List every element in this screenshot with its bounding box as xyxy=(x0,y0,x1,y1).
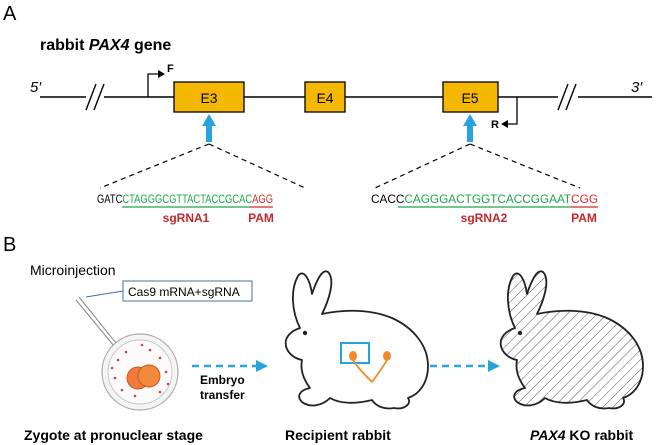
pam1-label: PAM xyxy=(248,211,274,225)
sgrna1-label: sgRNA1 xyxy=(163,211,210,225)
primer-r-label: R xyxy=(491,119,499,131)
recipient-rabbit xyxy=(284,270,429,410)
recipient-rabbit-ovaries xyxy=(349,351,391,383)
pam2-label: PAM xyxy=(571,211,597,225)
panel-b-label: B xyxy=(3,234,16,256)
transfer-arrow-2-head xyxy=(488,360,500,372)
target2-sequence: CACCCAGGGACTGGTCACCGGAATCGG xyxy=(371,192,598,206)
target-arrow-e3 xyxy=(202,114,216,142)
embryo-transfer-line2: transfer xyxy=(200,388,245,402)
gene-title: rabbit PAX4 gene xyxy=(40,37,171,54)
zygote xyxy=(126,364,161,390)
exon-e4-box xyxy=(304,81,346,113)
primer-f-label: F xyxy=(167,63,174,75)
exon-e4-label: E4 xyxy=(316,90,333,106)
primer-r-arrow xyxy=(501,97,518,128)
target1-sequence: GATCCTAGGGCGTTACTACCGCACAGG xyxy=(97,192,273,206)
three-prime-label: 3′ xyxy=(631,79,643,96)
zoom-lines-2 xyxy=(374,143,581,189)
injection-mix-label: Cas9 mRNA+sgRNA xyxy=(128,285,240,299)
dish-cells xyxy=(110,343,170,398)
zygote-caption: Zygote at pronuclear stage xyxy=(24,427,203,443)
recipient-rabbit-eye xyxy=(302,330,308,336)
transfer-arrow-1-head xyxy=(256,360,268,372)
ko-rabbit xyxy=(499,270,644,410)
exon-e3-box xyxy=(173,81,245,113)
embryo-transfer-line1: Embryo xyxy=(200,373,245,387)
gene-break-left xyxy=(85,83,105,111)
microinjection-label: Microinjection xyxy=(30,262,116,278)
zoom-lines-1 xyxy=(99,143,306,189)
exon-e5-box xyxy=(442,81,499,113)
target-arrow-e5 xyxy=(463,114,477,142)
ko-rabbit-eye xyxy=(517,330,523,336)
gene-break-right xyxy=(557,83,577,111)
ko-caption: PAX4 KO rabbit xyxy=(530,427,634,443)
recipient-caption: Recipient rabbit xyxy=(285,427,391,443)
exon-e3-label: E3 xyxy=(200,90,217,106)
exon-e5-label: E5 xyxy=(461,90,478,106)
sgrna2-label: sgRNA2 xyxy=(461,211,508,225)
five-prime-label: 5′ xyxy=(30,79,42,96)
primer-f-arrow xyxy=(147,70,165,97)
panel-a-label: A xyxy=(3,3,17,25)
